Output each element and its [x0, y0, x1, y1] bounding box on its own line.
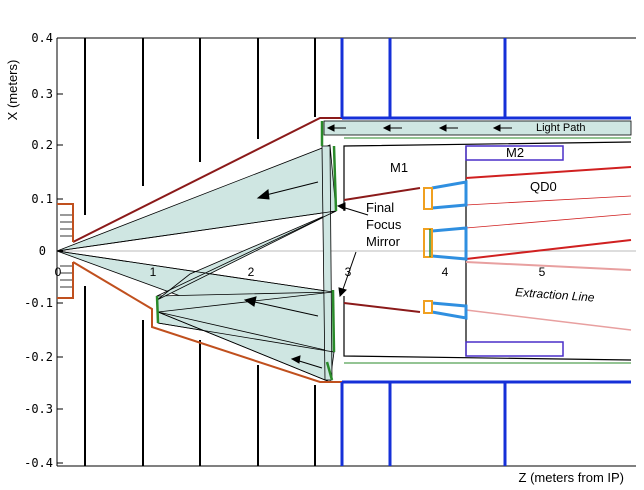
light-path-band [323, 120, 632, 136]
y-axis-label: X (meters) [5, 60, 20, 121]
detector-lines-bottom [84, 286, 316, 466]
x-tick-label: 5 [539, 265, 546, 279]
m1-label: M1 [390, 160, 408, 175]
ip-hatch [60, 214, 72, 288]
qd0-quads [431, 180, 468, 320]
final-label: Final [366, 200, 394, 215]
x-tick-label: 0 [55, 265, 62, 279]
y-tick-label: 0.4 [31, 31, 53, 45]
m2-label: M2 [506, 145, 524, 160]
y-tick-label: 0.3 [31, 87, 53, 101]
light-regions [56, 120, 632, 383]
y-tick-label: -0.3 [24, 402, 53, 416]
ip-flange-bottom [57, 262, 74, 299]
x-axis-label: Z (meters from IP) [519, 470, 624, 485]
arrow-head [243, 296, 257, 307]
x-tick-label: 3 [345, 265, 352, 279]
mirrors [155, 121, 338, 381]
x-tick-label: 1 [150, 265, 157, 279]
magnets [340, 38, 631, 466]
extraction-line-label: Extraction Line [515, 285, 595, 305]
extraction-lines [343, 166, 632, 331]
y-tick-label: 0.2 [31, 138, 53, 152]
light-path-arrows [326, 124, 512, 132]
ray-lines [56, 210, 337, 383]
mirror-bottom [325, 361, 334, 381]
light-cone-upper [56, 144, 337, 252]
arrow-head [290, 355, 301, 364]
quad-flanges [423, 187, 433, 314]
x-tick-label: 2 [248, 265, 255, 279]
flow-arrows [243, 181, 323, 369]
focus-label: Focus [366, 217, 402, 232]
y-tick-label: 0.1 [31, 192, 53, 206]
qd0-label: QD0 [530, 179, 557, 194]
mirror-lower [331, 289, 336, 353]
light-cross-beam [156, 210, 337, 301]
y-ticks [57, 37, 63, 464]
m2-box [465, 145, 564, 161]
y-tick-label: -0.4 [24, 456, 53, 470]
ip-flange-top [57, 203, 74, 242]
mirror-pointers [336, 202, 369, 298]
y-tick-label: 0 [39, 244, 46, 258]
y-tick-label: -0.1 [24, 296, 53, 310]
detector-lines-top [84, 38, 316, 215]
y-tick-label: -0.2 [24, 350, 53, 364]
mirror-upper [332, 145, 338, 212]
mirror-left [155, 295, 160, 324]
light-path-label: Light Path [536, 122, 586, 134]
x-tick-label: 4 [442, 265, 449, 279]
mirror-label: Mirror [366, 234, 401, 249]
arrow-head [256, 189, 270, 200]
m2-box-lower [465, 341, 564, 357]
